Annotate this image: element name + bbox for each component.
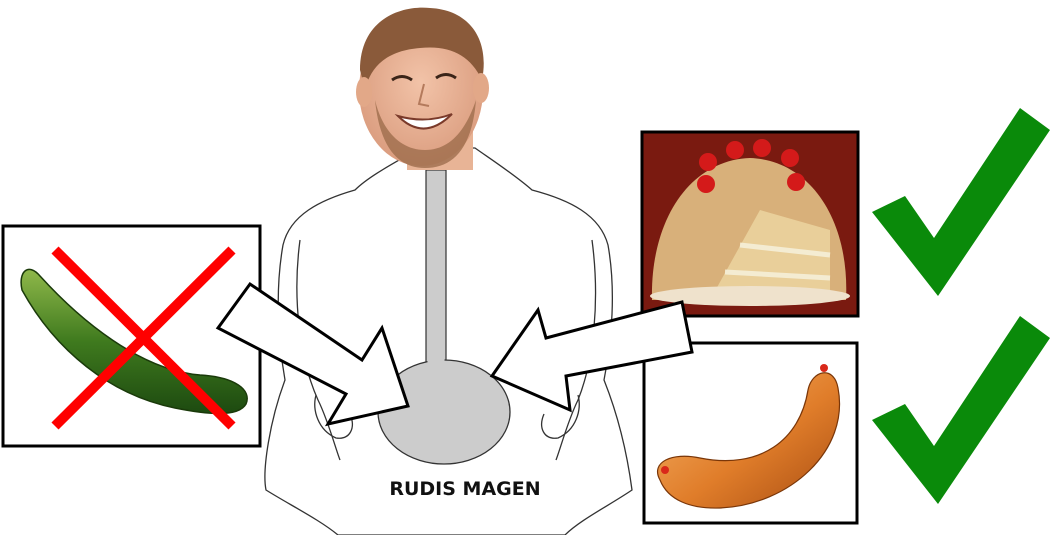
sausage-image [657,372,841,509]
cake-card [640,130,860,318]
cake-image [650,139,850,306]
body-outline [264,147,633,535]
sausage-card [642,341,859,525]
red-x-icon [51,246,236,430]
face [356,7,489,170]
left-arrow [215,281,410,427]
green-check-icon [872,316,1050,504]
cucumber-image [20,268,248,415]
green-check-icon [872,108,1050,296]
cucumber-card [1,224,262,448]
right-arrow [489,300,694,413]
stomach-label: RUDIS MAGEN [389,478,541,500]
